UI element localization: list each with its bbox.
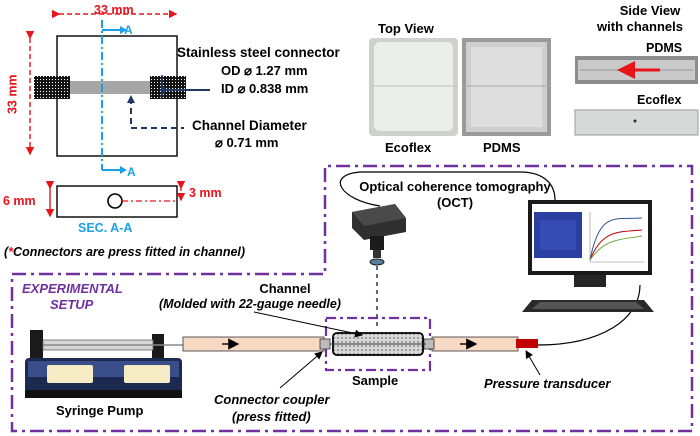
- oct-cable: [339, 171, 556, 207]
- top-view-title: Top View: [378, 21, 434, 36]
- channel-diameter-title: Channel Diameter: [192, 118, 307, 133]
- computer-monitor: [522, 200, 654, 312]
- left-connector-dots: [34, 76, 70, 99]
- note-star: *: [8, 245, 14, 259]
- oct-title-line1: Optical coherence tomography: [359, 179, 551, 194]
- side-view-photos: [574, 56, 699, 136]
- hole-offset-label: 3 mm: [189, 186, 222, 200]
- channel-hole: [107, 193, 123, 209]
- setup-title-line1: EXPERIMENTAL: [22, 281, 123, 296]
- coupler-label-line2: (press fitted): [232, 409, 311, 424]
- oct-title-line2: (OCT): [436, 195, 474, 210]
- tubing: [182, 332, 538, 356]
- transducer-cable: [537, 284, 641, 346]
- side-pdms-label: PDMS: [646, 41, 683, 55]
- steel-connector-bar: [70, 81, 164, 94]
- pdms-photo-label: PDMS: [483, 140, 521, 155]
- side-view-title-line1: Side View: [619, 3, 681, 18]
- coupler-label-line1: Connector coupler: [214, 392, 330, 407]
- setup-frame-outer: [10, 164, 694, 433]
- channel-label-line2: (Molded with 22-gauge needle): [159, 297, 341, 311]
- channel-diameter-value: ⌀ 0.71 mm: [215, 135, 279, 150]
- top-view-photos: [369, 38, 551, 136]
- section-view-drawing: [45, 181, 186, 218]
- oct-camera: [352, 204, 406, 330]
- pressure-transducer-label: Pressure transducer: [484, 376, 611, 391]
- od-label: OD ⌀ 1.27 mm: [221, 63, 308, 78]
- thickness-label: 6 mm: [3, 194, 36, 208]
- section-label: SEC. A-A: [78, 221, 133, 235]
- channel-label-line1: Channel: [259, 281, 311, 296]
- section-rectangle: [56, 185, 178, 218]
- section-marker-top: A: [124, 23, 133, 37]
- note-text: Connectors are press fitted in channel): [13, 245, 246, 259]
- pump-display-right: [124, 365, 170, 383]
- id-label: ID ⌀ 0.838 mm: [221, 81, 309, 96]
- setup-title-line2: SETUP: [50, 297, 94, 312]
- note-open-paren: (: [4, 245, 9, 259]
- top-view-drawing: [25, 9, 210, 174]
- side-view-title-line2: with channels: [597, 19, 683, 34]
- ecoflex-side-photo: [574, 109, 699, 136]
- sample-label: Sample: [352, 373, 399, 388]
- syringe-pump: [25, 330, 185, 398]
- height-dimension-label: 33 mm: [5, 74, 20, 115]
- press-fit-note: (*Connectors are press fitted in channel…: [4, 246, 245, 259]
- ecoflex-photo-label: Ecoflex: [385, 140, 432, 155]
- inlet-tube: [182, 336, 325, 352]
- section-marker-bottom: A: [127, 165, 136, 179]
- right-connector-dots: [150, 76, 186, 99]
- connector-title: Stainless steel connector: [177, 45, 340, 60]
- pressure-transducer: [516, 339, 538, 348]
- width-dimension-label: 33 mm: [94, 3, 134, 17]
- pump-display-left: [47, 365, 93, 383]
- side-ecoflex-label: Ecoflex: [637, 93, 682, 107]
- syringe-pump-label: Syringe Pump: [56, 403, 144, 418]
- left-coupler: [319, 338, 331, 350]
